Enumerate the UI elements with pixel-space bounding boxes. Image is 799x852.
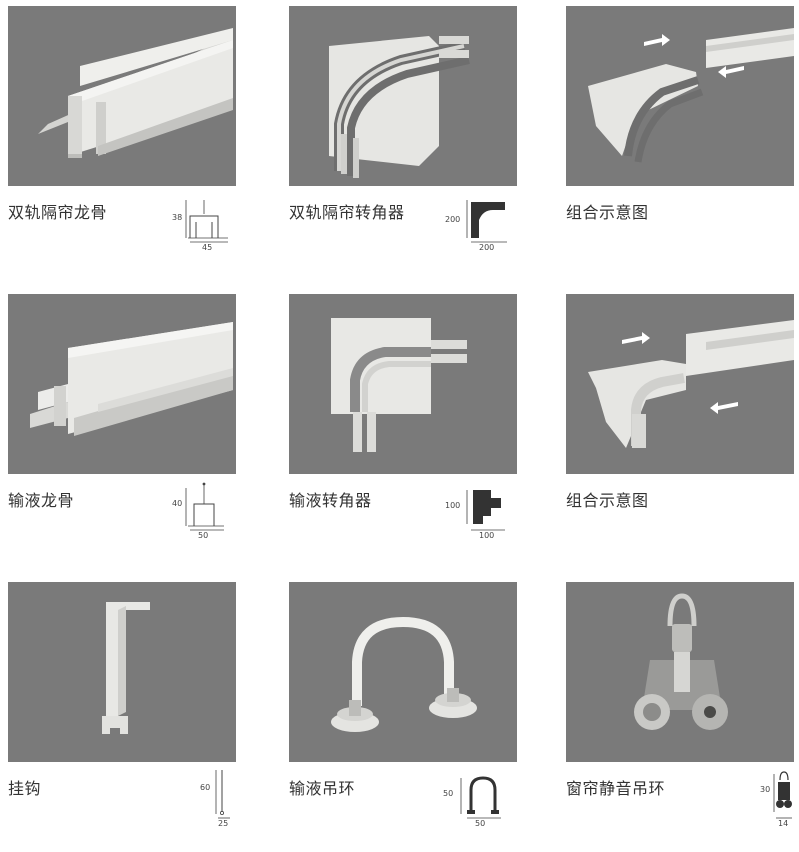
dimension-horizontal: 25 (218, 819, 228, 828)
product-card-infusion-track: 输液龙骨 40 50 (8, 294, 248, 564)
dimension-diagram: 30 14 (726, 768, 798, 838)
product-card-hook: 挂钩 60 25 (8, 582, 248, 852)
product-name: 输液吊环 (289, 779, 356, 798)
product-card-infusion-hanging-ring: 输液吊环 50 50 (289, 582, 529, 852)
product-image (289, 6, 517, 186)
product-name: 双轨隔帘转角器 (289, 203, 405, 222)
dimension-diagram: 50 50 (443, 768, 521, 838)
product-card-infusion-corner: 输液转角器 100 100 (289, 294, 529, 564)
product-name: 挂钩 (8, 779, 42, 798)
product-image (8, 294, 236, 474)
product-card-combination-diagram-1: 组合示意图 (566, 6, 799, 276)
dimension-diagram: 38 45 (168, 192, 240, 262)
dimension-vertical: 40 (172, 499, 182, 508)
product-card-silent-curtain-ring: 窗帘静音吊环 30 14 (566, 582, 799, 852)
product-image (566, 6, 794, 186)
product-image (289, 294, 517, 474)
product-name: 输液龙骨 (8, 491, 75, 510)
dimension-vertical: 38 (172, 213, 182, 222)
dimension-diagram: 100 100 (445, 480, 521, 550)
product-image (8, 582, 236, 762)
product-card-combination-diagram-2: 组合示意图 (566, 294, 799, 564)
product-name: 组合示意图 (566, 491, 649, 510)
product-image (8, 6, 236, 186)
dimension-vertical: 100 (445, 501, 460, 510)
product-name: 窗帘静音吊环 (566, 779, 666, 798)
product-image (289, 582, 517, 762)
double-rail-track-illustration (38, 28, 233, 158)
dimension-horizontal: 50 (198, 531, 208, 540)
product-card-double-rail-track: 双轨隔帘龙骨 38 45 (8, 6, 248, 276)
dimension-horizontal: 14 (778, 819, 788, 828)
dimension-horizontal: 45 (202, 243, 212, 252)
dimension-diagram: 40 50 (168, 480, 240, 550)
dimension-vertical: 200 (445, 215, 460, 224)
dimension-diagram: 60 25 (168, 768, 240, 838)
product-card-double-rail-corner: 双轨隔帘转角器 200 200 (289, 6, 529, 276)
product-image (566, 294, 794, 474)
dimension-horizontal: 100 (479, 531, 494, 540)
dimension-horizontal: 200 (479, 243, 494, 252)
product-name: 输液转角器 (289, 491, 372, 510)
product-name: 双轨隔帘龙骨 (8, 203, 108, 222)
dimension-vertical: 30 (760, 785, 770, 794)
dimension-vertical: 60 (200, 783, 210, 792)
product-image (566, 582, 794, 762)
dimension-diagram: 200 200 (445, 192, 521, 262)
dimension-horizontal: 50 (475, 819, 485, 828)
product-name: 组合示意图 (566, 203, 649, 222)
dimension-vertical: 50 (443, 789, 453, 798)
